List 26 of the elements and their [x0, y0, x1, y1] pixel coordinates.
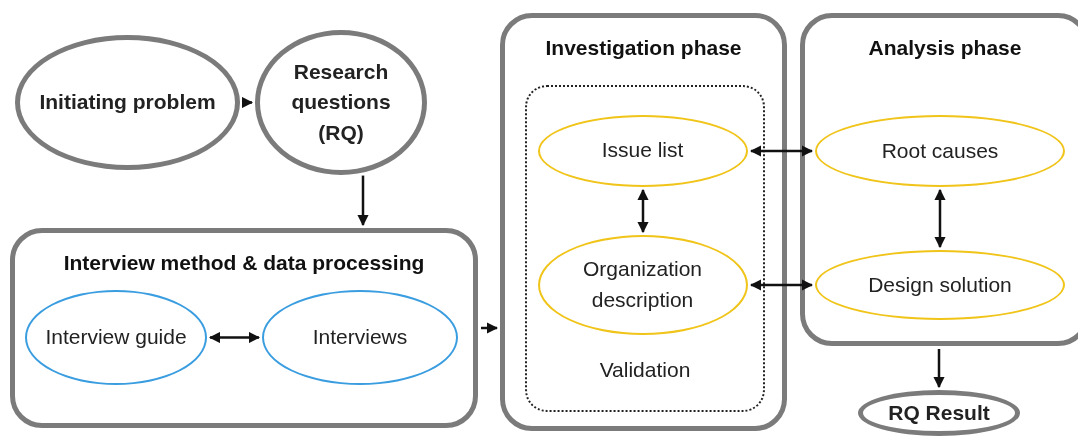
arrow — [208, 331, 261, 344]
arrow — [637, 188, 649, 234]
node-label: RQ Result — [887, 399, 991, 426]
phase-panel — [500, 13, 787, 431]
node-label: Interview guide — [44, 324, 188, 351]
node-label: Organization description — [581, 256, 704, 313]
arrow — [481, 322, 499, 334]
arrow — [933, 349, 945, 389]
group-label: Validation — [598, 358, 692, 382]
arrow — [934, 188, 946, 249]
node-label: Initiating problem — [38, 89, 217, 116]
arrow — [749, 145, 814, 157]
arrow — [749, 279, 814, 291]
node-label: Interviews — [311, 324, 409, 351]
phase-panel — [800, 13, 1078, 346]
panel-heading: Investigation phase — [544, 36, 743, 60]
node-label: Issue list — [600, 137, 685, 164]
arrow — [357, 175, 369, 227]
node-label: Research questions (RQ) — [290, 58, 392, 146]
node-label: Design solution — [867, 271, 1013, 298]
node-label: Root causes — [880, 137, 1000, 164]
dotted-group-box — [525, 85, 765, 412]
panel-heading: Analysis phase — [867, 36, 1023, 60]
arrow — [241, 96, 254, 109]
panel-heading: Interview method & data processing — [62, 251, 426, 275]
phase-panel — [10, 228, 478, 428]
